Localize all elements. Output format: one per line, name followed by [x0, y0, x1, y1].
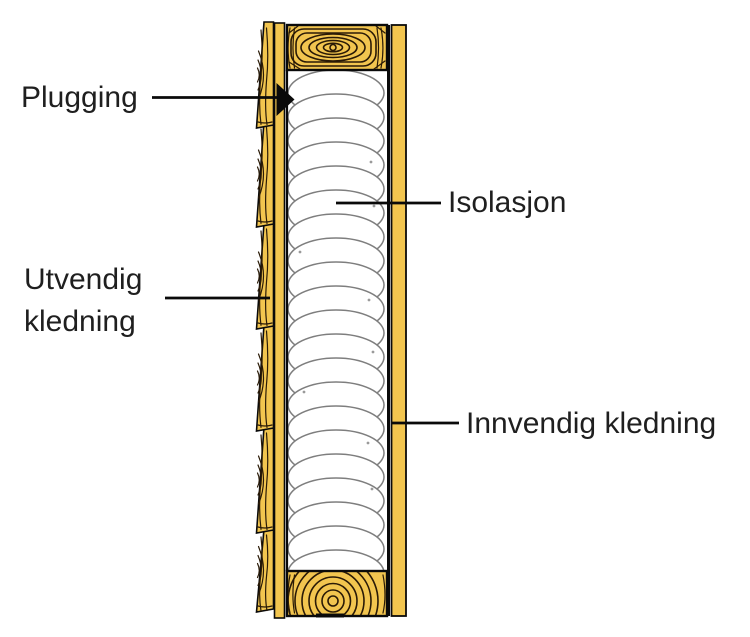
top-plate-end-grain [288, 26, 386, 70]
bottom-plate-mark [316, 613, 344, 618]
interior-cladding-board [390, 24, 407, 617]
insulation-specks [298, 160, 376, 491]
interior-cladding-label: Innvendig kledning [466, 407, 716, 440]
top-plate [285, 23, 389, 72]
exterior-cladding-label-line1: Utvendig [24, 263, 142, 296]
exterior-cladding-boards [255, 21, 275, 613]
plugging-label: Plugging [21, 81, 138, 114]
insulation-cavity [285, 70, 387, 571]
insulation-label: Isolasjon [448, 186, 566, 219]
bottom-plate-end-grain [288, 572, 386, 615]
plugging-wedge [276, 83, 295, 116]
exterior-cladding-label-line2: kledning [24, 305, 136, 338]
insulation-batts [287, 70, 385, 571]
furring-strip [273, 22, 286, 619]
